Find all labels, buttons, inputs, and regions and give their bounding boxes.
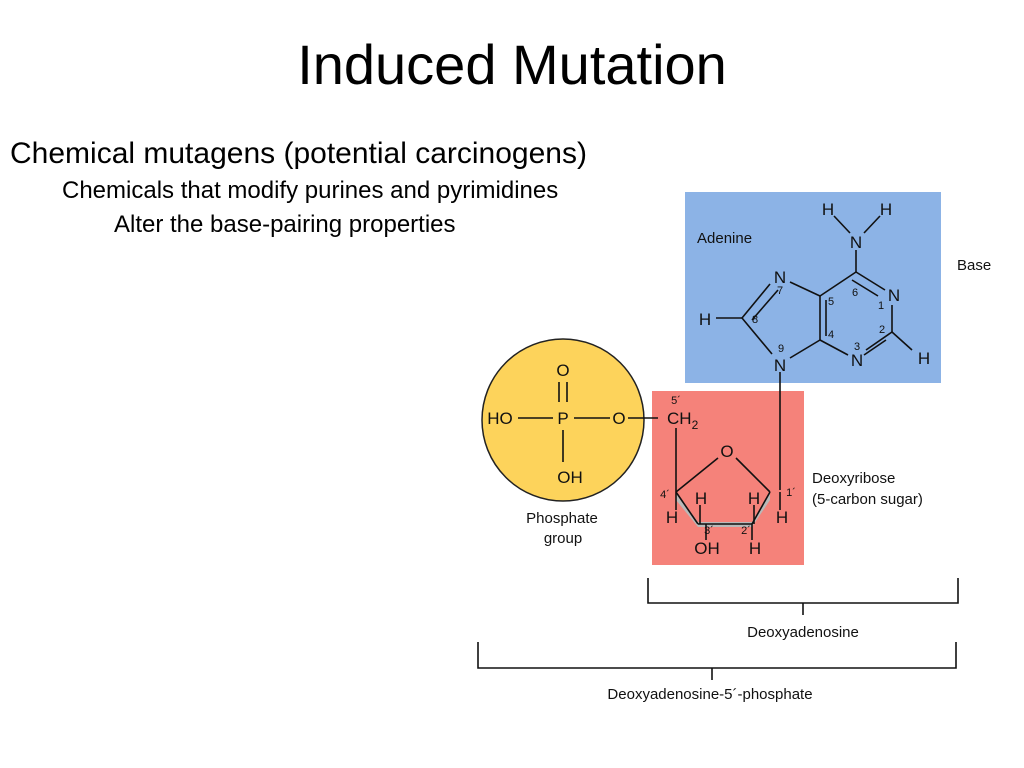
- atom-oh: OH: [557, 468, 583, 487]
- atom-h: H: [699, 310, 711, 329]
- sugar-number-2prime: 2´: [741, 525, 751, 537]
- ring-number: 1: [878, 300, 884, 312]
- atom-ho: HO: [487, 409, 513, 428]
- base-box: [685, 192, 941, 383]
- atom-oh: OH: [694, 539, 720, 558]
- ring-number: 5: [828, 296, 834, 308]
- sugar-number-3prime: 3´: [704, 525, 714, 537]
- phosphate-label: Phosphate: [526, 510, 598, 527]
- ring-number: 4: [828, 329, 834, 341]
- ring-number: 7: [777, 285, 783, 297]
- base-label: Base: [957, 257, 991, 274]
- ring-number: 6: [852, 287, 858, 299]
- phosphate-group-label: group: [544, 530, 582, 547]
- sugar-box: [652, 391, 804, 565]
- sugar-number-4prime: 4´: [660, 489, 670, 501]
- bullet-level-3: Alter the base-pairing properties: [114, 211, 456, 238]
- atom-n: N: [851, 351, 863, 370]
- slide-title: Induced Mutation: [297, 33, 727, 96]
- atom-h: H: [918, 349, 930, 368]
- phosphate-circle: [481, 338, 645, 502]
- ring-number: 8: [752, 314, 758, 326]
- atom-h: H: [666, 508, 678, 527]
- ring-number: 2: [879, 324, 885, 336]
- atom-ch2: CH2: [667, 409, 699, 432]
- atom-n: N: [774, 356, 786, 375]
- atom-p: P: [557, 409, 568, 428]
- atom-o: O: [720, 442, 733, 461]
- bond-lines: [477, 215, 959, 680]
- atom-h: H: [776, 508, 788, 527]
- bullet-level-1: Chemical mutagens (potential carcinogens…: [10, 137, 587, 170]
- atom-ch: CH: [667, 409, 692, 428]
- adenine-label: Adenine: [697, 230, 752, 247]
- subscript-2: 2: [692, 418, 699, 432]
- atom-h: H: [748, 489, 760, 508]
- sugar-number-1prime: 1´: [786, 487, 796, 499]
- deoxyribose-label: Deoxyribose: [812, 470, 895, 487]
- atom-h: H: [880, 200, 892, 219]
- atom-h: H: [749, 539, 761, 558]
- deoxyadenosine-label: Deoxyadenosine: [747, 624, 859, 641]
- atom-o: O: [556, 361, 569, 380]
- atom-h: H: [695, 489, 707, 508]
- sugar-description-label: (5-carbon sugar): [812, 491, 923, 508]
- atom-h: H: [822, 200, 834, 219]
- deoxyadenosine-phosphate-label: Deoxyadenosine-5´-phosphate: [607, 686, 812, 703]
- atom-n: N: [888, 286, 900, 305]
- sugar-number-5prime: 5´: [671, 395, 681, 407]
- atom-n: N: [774, 268, 786, 287]
- bullet-level-2: Chemicals that modify purines and pyrimi…: [62, 177, 559, 204]
- ring-number: 3: [854, 341, 860, 353]
- atom-n: N: [850, 233, 862, 252]
- ring-number: 9: [778, 343, 784, 355]
- atom-o: O: [612, 409, 625, 428]
